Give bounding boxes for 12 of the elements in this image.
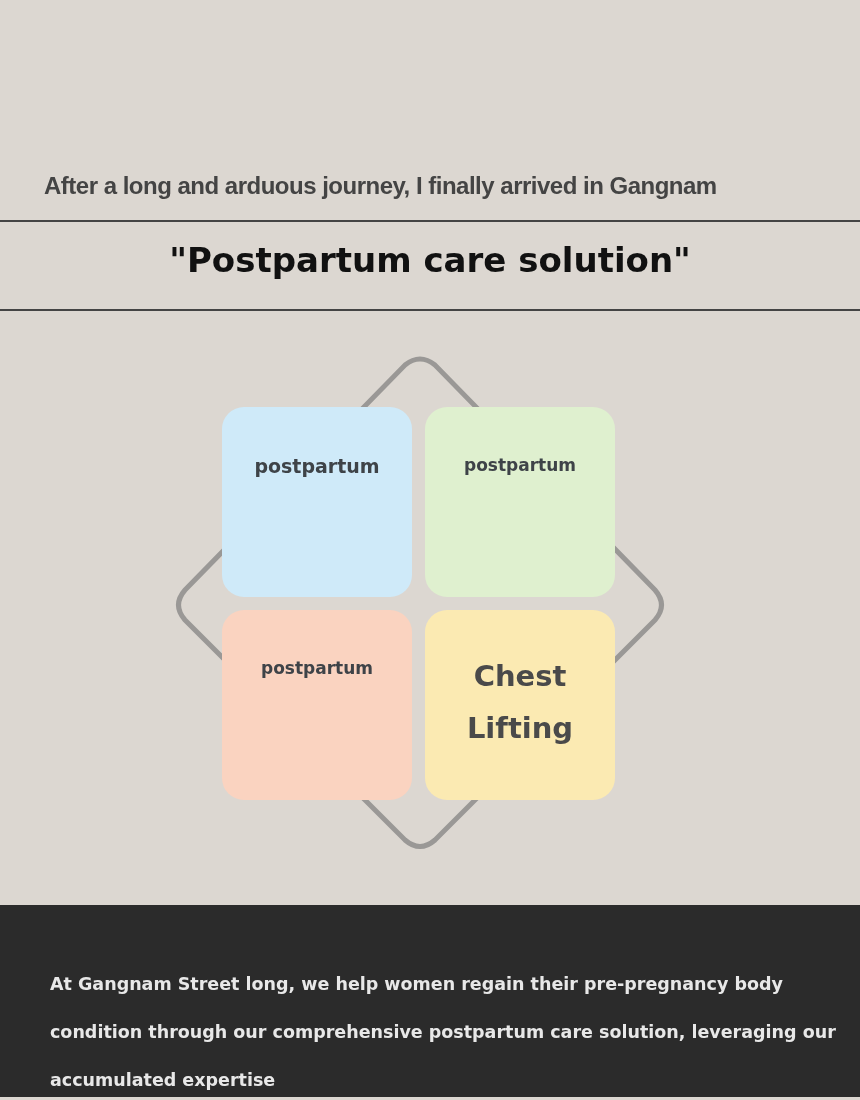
heading: "Postpartum care solution": [168, 240, 692, 280]
footer-band: [0, 905, 860, 1097]
tile-label: postpartum: [463, 455, 577, 475]
service-tile: [222, 407, 412, 597]
subtitle-text: After a long and arduous journey, I finally arrived in Gangnam: [44, 172, 717, 200]
tile-label: Chest Lifting: [465, 658, 575, 747]
tile-label: postpartum: [260, 658, 374, 678]
service-tile: [222, 610, 412, 800]
tile-label: postpartum: [254, 455, 380, 477]
service-tile: [425, 610, 615, 800]
description-text: At Gangnam Street long, we help women regain their pre-pregnancy body condition through our comprehensive postpartum care solution, leveraging our accumulated expertise: [50, 973, 837, 1092]
service-tile: [425, 407, 615, 597]
